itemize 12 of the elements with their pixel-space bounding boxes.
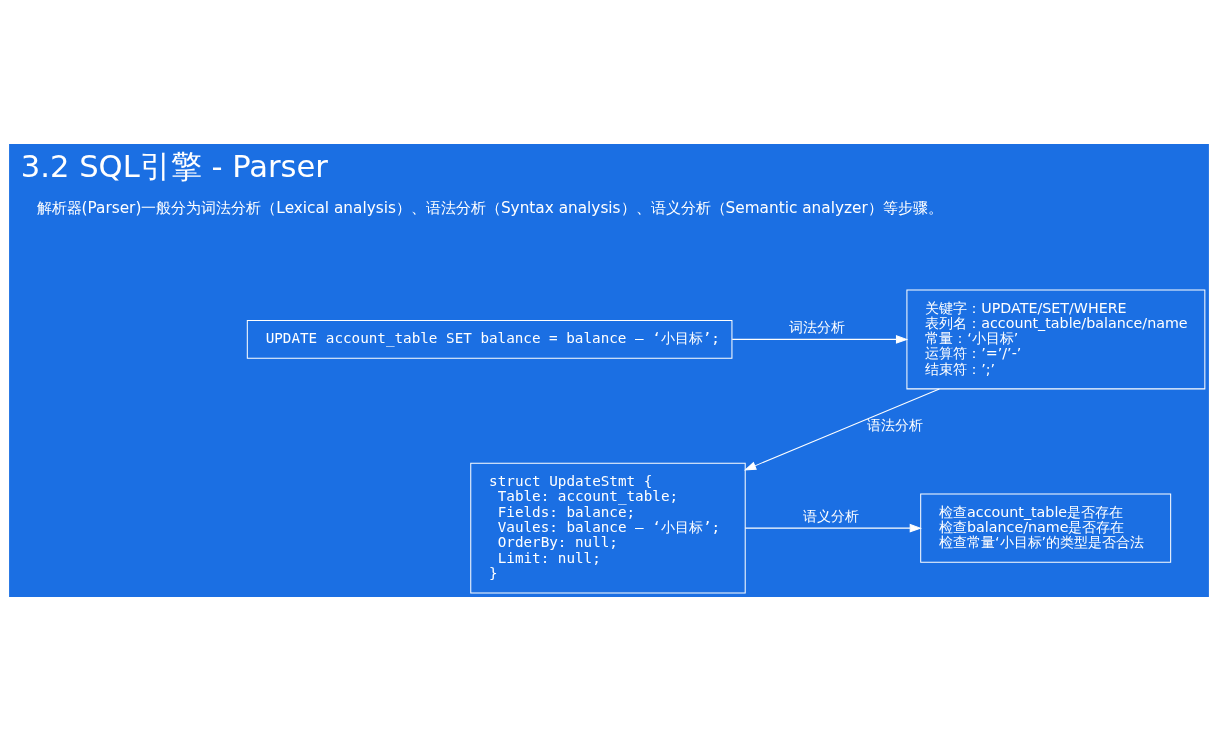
edge-label: 词法分析: [789, 318, 846, 335]
edge-label: 语义分析: [802, 507, 859, 524]
node-box: 关键字：UPDATE/SET/WHERE 表列名：account_table/balance/name 常量：‘小目标’ 运算符：’=’/’-’ 结束符：’;’: [906, 288, 1206, 389]
arrow: [743, 387, 940, 470]
diagram-title: 3.2 SQL引擎 - Parser: [20, 148, 328, 184]
node-box: 检查account_table是否存在 检查balance/name是否存在 检查常量‘小目标’的类型是否合法: [920, 492, 1172, 563]
node-box: UPDATE account_table SET balance = balance – ‘小目标’;: [246, 319, 733, 359]
arrow: [744, 523, 922, 532]
edge-label: 语法分析: [867, 416, 924, 433]
arrow: [731, 334, 909, 344]
label: 解析器(Parser)一般分为词法分析（Lexical analysis）、语法分析（Syntax analysis）、语义分析（Semantic analyzer）等步骤。: [36, 198, 943, 217]
node-box: struct UpdateStmt { Table: account_table; Fields: balance; Vaules: balance – ‘小目标’; OrderBy: null; Limit: null; }: [470, 462, 746, 593]
